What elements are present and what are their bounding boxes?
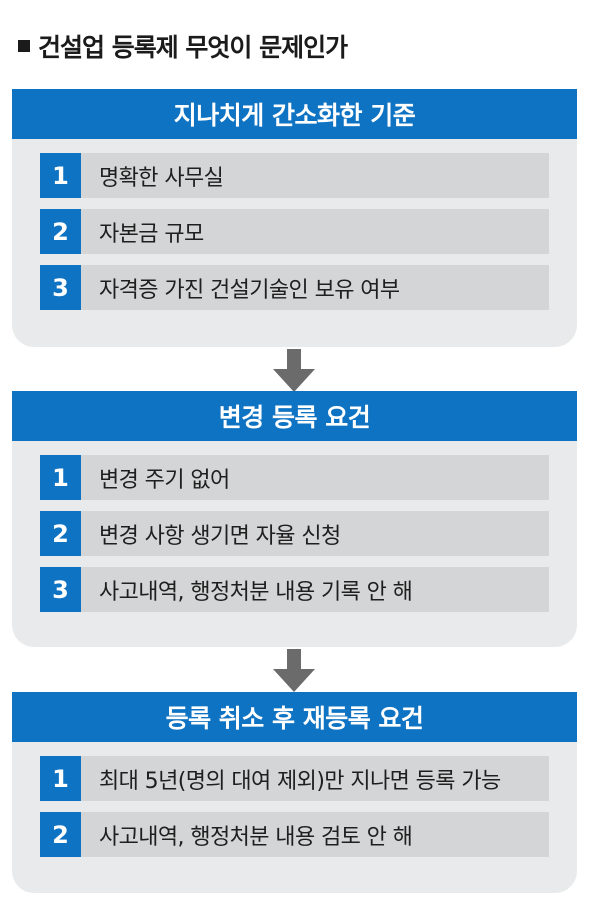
item-number: 2 [40,812,81,857]
list-item: 2 자본금 규모 [40,209,549,254]
item-number: 2 [40,511,81,556]
list-item: 3 자격증 가진 건설기술인 보유 여부 [40,265,549,310]
list-item: 1 변경 주기 없어 [40,455,549,500]
item-number: 1 [40,153,81,198]
item-text: 변경 주기 없어 [99,467,230,493]
item-number: 3 [40,265,81,310]
section-re-registration: 등록 취소 후 재등록 요건 1 최대 5년(명의 대여 제외)만 지나면 등록… [12,692,577,893]
list-item: 1 명확한 사무실 [40,153,549,198]
item-list: 1 변경 주기 없어 2 변경 사항 생기면 자율 신청 3 사고내역, 행정처… [12,441,577,612]
item-number: 1 [40,455,81,500]
list-item: 2 변경 사항 생기면 자율 신청 [40,511,549,556]
item-text: 자격증 가진 건설기술인 보유 여부 [99,277,400,303]
list-item: 3 사고내역, 행정처분 내용 기록 안 해 [40,567,549,612]
item-text: 명확한 사무실 [99,165,224,191]
item-text: 사고내역, 행정처분 내용 검토 안 해 [99,824,413,850]
arrow-down-icon [273,349,315,392]
item-list: 1 명확한 사무실 2 자본금 규모 3 자격증 가진 건설기술인 보유 여부 [12,139,577,310]
item-text: 최대 5년(명의 대여 제외)만 지나면 등록 가능 [99,768,501,794]
item-list: 1 최대 5년(명의 대여 제외)만 지나면 등록 가능 2 사고내역, 행정처… [12,742,577,857]
item-number: 2 [40,209,81,254]
arrow-down-icon [273,649,315,692]
item-text: 자본금 규모 [99,221,204,247]
item-number: 1 [40,756,81,801]
list-item: 2 사고내역, 행정처분 내용 검토 안 해 [40,812,549,857]
page-title-text: 건설업 등록제 무엇이 문제인가 [38,33,348,62]
item-text: 사고내역, 행정처분 내용 기록 안 해 [99,579,413,605]
list-item: 1 최대 5년(명의 대여 제외)만 지나면 등록 가능 [40,756,549,801]
section-change-registration: 변경 등록 요건 1 변경 주기 없어 2 변경 사항 생기면 자율 신청 3 … [12,391,577,647]
section-simplified-criteria: 지나치게 간소화한 기준 1 명확한 사무실 2 자본금 규모 3 자격증 가진… [12,89,577,347]
square-bullet-icon [18,40,30,52]
item-number: 3 [40,567,81,612]
item-text: 변경 사항 생기면 자율 신청 [99,523,341,549]
section-header: 등록 취소 후 재등록 요건 [12,692,577,742]
section-header: 지나치게 간소화한 기준 [12,89,577,139]
section-header: 변경 등록 요건 [12,391,577,441]
page-title: 건설업 등록제 무엇이 문제인가 [18,28,348,64]
